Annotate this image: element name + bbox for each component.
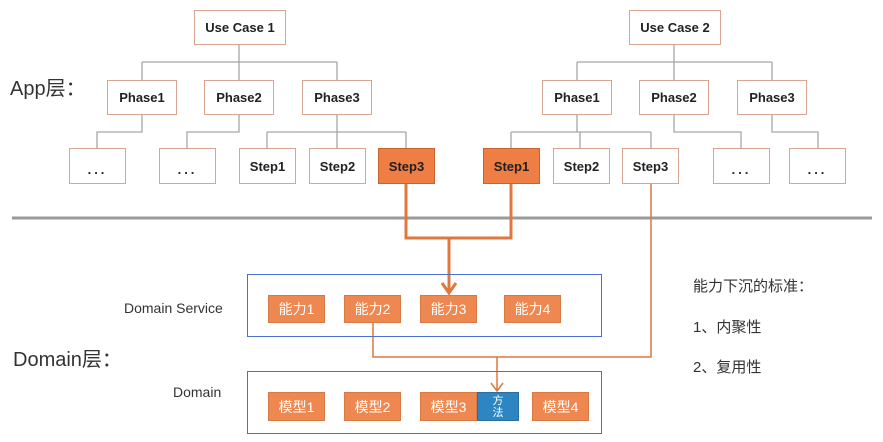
- method-char-2: 法: [492, 406, 504, 419]
- uc2-step1-node[interactable]: Step1: [483, 148, 540, 184]
- domain-service-frame: [247, 274, 602, 337]
- criteria-item-cohesion: 1、内聚性: [693, 319, 762, 336]
- app-layer-label: App层：: [10, 78, 86, 100]
- uc2-phase3-node[interactable]: Phase3: [737, 80, 807, 115]
- domain-frame: [247, 371, 602, 434]
- use-case-2-connectors: [510, 45, 819, 148]
- model-4-chip[interactable]: 模型4: [532, 392, 589, 421]
- uc2-phase2-more-node[interactable]: ...: [713, 148, 770, 184]
- uc1-phase1-node[interactable]: Phase1: [107, 80, 177, 115]
- use-case-1-connectors: [96, 45, 407, 148]
- capability-4-chip[interactable]: 能力4: [504, 295, 561, 323]
- uc2-phase2-node[interactable]: Phase2: [639, 80, 709, 115]
- use-case-2-node[interactable]: Use Case 2: [629, 10, 721, 45]
- model-2-chip[interactable]: 模型2: [344, 392, 401, 421]
- model-1-chip[interactable]: 模型1: [268, 392, 325, 421]
- domain-layer-label: Domain层：: [13, 349, 122, 371]
- method-chip[interactable]: 方 法: [477, 392, 519, 421]
- criteria-item-reusability: 2、复用性: [693, 359, 762, 376]
- sink-arrow-to-capability3: [404, 184, 513, 296]
- use-case-1-node[interactable]: Use Case 1: [194, 10, 286, 45]
- uc1-phase3-node[interactable]: Phase3: [302, 80, 372, 115]
- uc1-phase2-node[interactable]: Phase2: [204, 80, 274, 115]
- criteria-title: 能力下沉的标准：: [693, 278, 814, 295]
- uc2-step2-node[interactable]: Step2: [553, 148, 610, 184]
- uc2-step3-node[interactable]: Step3: [622, 148, 679, 184]
- uc1-step1-node[interactable]: Step1: [239, 148, 296, 184]
- domain-label: Domain: [173, 384, 222, 400]
- method-char-1: 方: [492, 394, 504, 407]
- uc1-phase1-more-node[interactable]: ...: [69, 148, 126, 184]
- capability-3-chip[interactable]: 能力3: [420, 295, 477, 323]
- sink-arrow-to-method: [372, 184, 652, 393]
- model-3-chip[interactable]: 模型3: [420, 392, 477, 421]
- uc1-phase2-more-node[interactable]: ...: [159, 148, 216, 184]
- uc1-step2-node[interactable]: Step2: [309, 148, 366, 184]
- capability-2-chip[interactable]: 能力2: [344, 295, 401, 323]
- uc2-phase3-more-node[interactable]: ...: [789, 148, 846, 184]
- capability-1-chip[interactable]: 能力1: [268, 295, 325, 323]
- domain-service-label: Domain Service: [124, 300, 223, 316]
- uc1-step3-node[interactable]: Step3: [378, 148, 435, 184]
- uc2-phase1-node[interactable]: Phase1: [542, 80, 612, 115]
